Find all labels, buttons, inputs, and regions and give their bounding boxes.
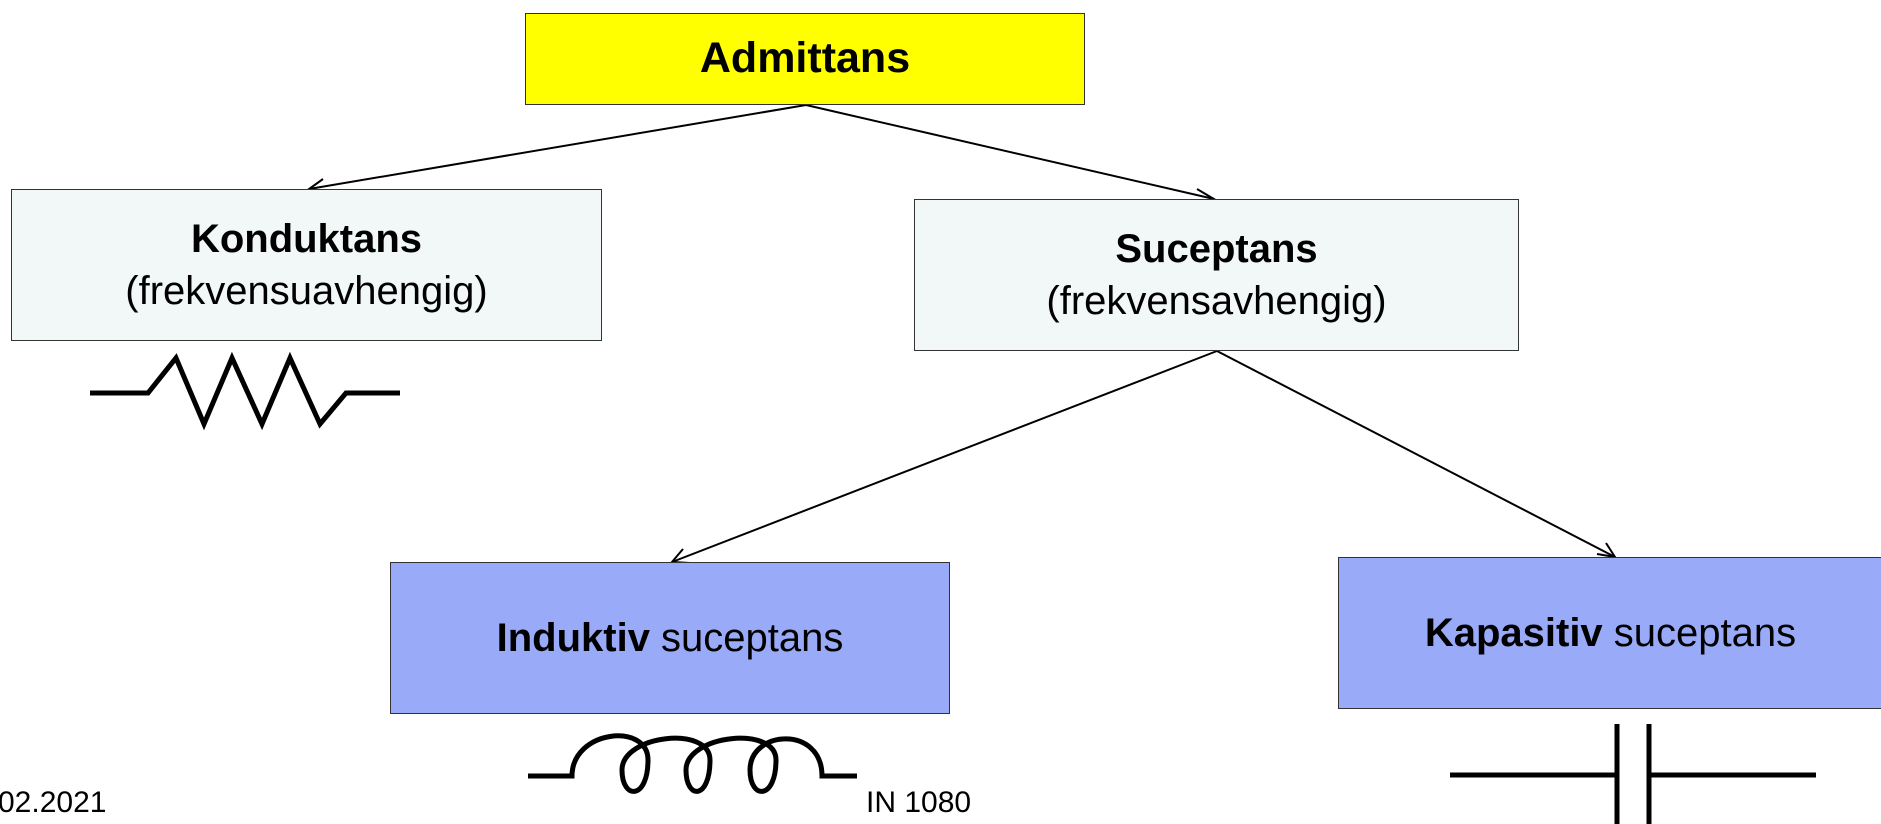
connector-admittans-konduktans [308,104,807,190]
connector-admittans-suceptans [805,104,1215,200]
suceptans-box: Suceptans (frekvensavhengig) [914,199,1519,351]
capacitor-symbol [1450,724,1816,824]
konduktans-box: Konduktans (frekvensuavhengig) [11,189,602,341]
inductor-symbol [528,733,857,794]
resistor-symbol [90,351,400,431]
footer-date: 02.2021 [0,786,107,819]
admittans-box: Admittans [525,13,1085,105]
kapasitiv-bold-label: Kapasitiv [1424,611,1603,655]
connector-suceptans-induktiv [671,350,1218,563]
konduktans-title: Konduktans [190,217,423,261]
induktiv-label-rest: suceptans [649,616,844,660]
suceptans-subtitle: (frekvensavhengig) [1046,279,1387,323]
induktiv-bold-label: Induktiv [496,616,650,660]
kapasitiv-box: Kapasitiv suceptans [1338,557,1881,709]
induktiv-box: Induktiv suceptans [390,562,950,714]
admittans-label: Admittans [699,34,911,83]
konduktans-subtitle: (frekvensuavhengig) [125,269,488,313]
suceptans-title: Suceptans [1115,227,1318,271]
kapasitiv-label-rest: suceptans [1602,611,1797,655]
connector-suceptans-kapasitiv [1216,350,1616,558]
footer-course: IN 1080 [866,786,972,819]
